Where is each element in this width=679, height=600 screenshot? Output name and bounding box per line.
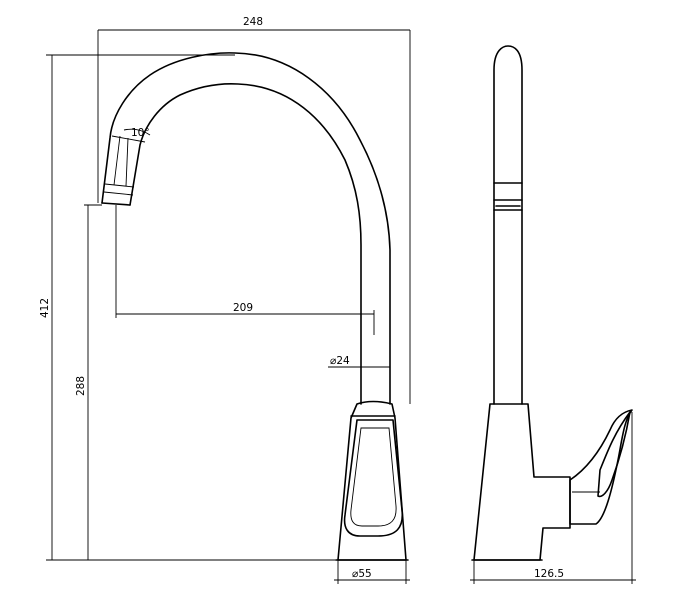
- lever-outline: [343, 419, 404, 537]
- dim-tube-diameter: ⌀24: [330, 355, 350, 367]
- dim-overall-height: 412: [39, 298, 51, 318]
- side-handle-lever: [597, 411, 631, 498]
- front-view: 10°: [101, 52, 409, 561]
- spout-inner-contour: [129, 83, 362, 405]
- angle-ref-line: [113, 135, 121, 186]
- spout-outer-contour: [101, 52, 391, 405]
- dim-spout-reach: 209: [233, 302, 253, 314]
- side-view: [471, 45, 633, 561]
- dim-base-diameter: ⌀55: [352, 568, 372, 580]
- dim-spout-height: 288: [75, 376, 87, 396]
- side-spout-tube: [493, 45, 523, 405]
- side-handle: [569, 409, 633, 525]
- aerator-bottom-edge: [101, 202, 131, 206]
- aerator-ring-line-2: [103, 191, 134, 196]
- dim-side-depth: 126.5: [534, 568, 564, 580]
- dimension-lines: 248 412 288 209 ⌀24 ⌀55 126.5: [39, 16, 636, 584]
- lever-inner-outline: [350, 427, 397, 527]
- angle-arc: [123, 128, 151, 136]
- angle-ref-line-2: [125, 137, 129, 187]
- spout-tip-edge: [111, 135, 146, 143]
- dim-overall-width: 248: [243, 16, 263, 28]
- aerator-ring-line: [104, 183, 135, 188]
- side-body: [473, 403, 571, 561]
- dim-spout-angle: 10°: [131, 127, 150, 139]
